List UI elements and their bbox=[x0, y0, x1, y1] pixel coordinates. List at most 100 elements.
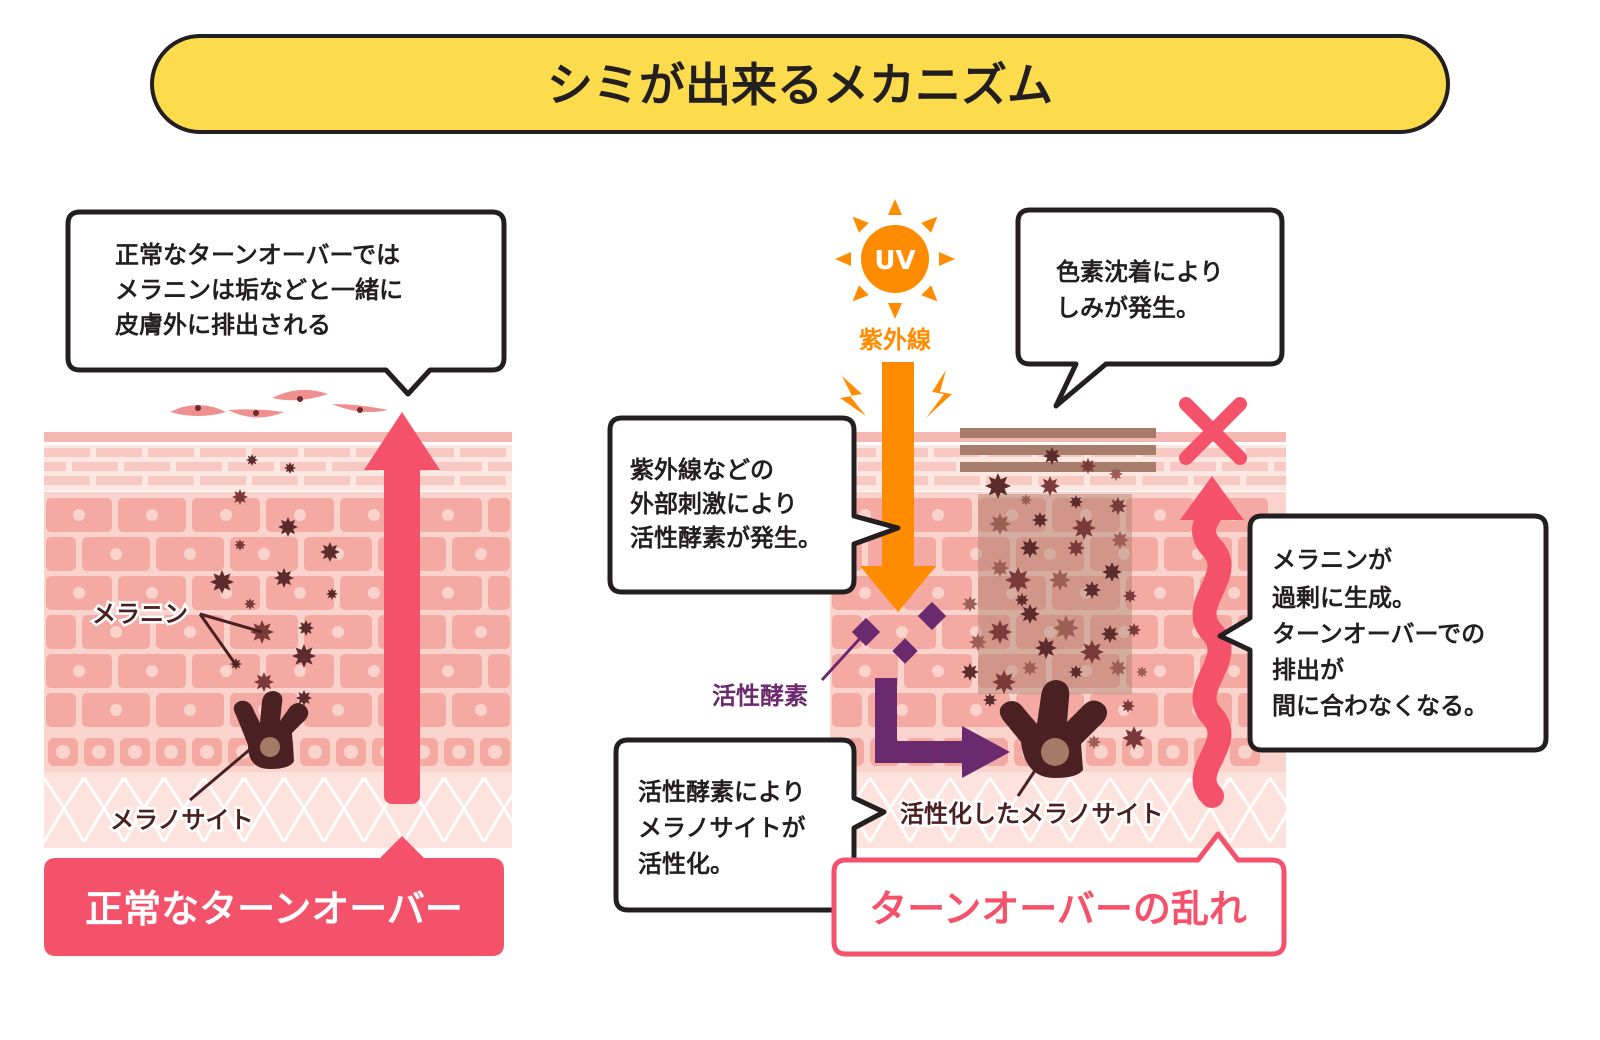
corneum-cell bbox=[934, 476, 980, 485]
spinous-cell bbox=[488, 576, 510, 610]
cell-nucleus bbox=[294, 665, 306, 677]
corneum-cell bbox=[148, 476, 194, 485]
corneum-cell bbox=[252, 448, 298, 457]
melanin-granule bbox=[1123, 589, 1137, 603]
bubble-line: 皮膚外に排出される bbox=[115, 311, 331, 339]
corneum-cell bbox=[488, 462, 512, 471]
cell-nucleus bbox=[475, 704, 487, 716]
corneum-cell bbox=[280, 462, 326, 471]
cell-nucleus bbox=[896, 704, 908, 716]
cell-nucleus bbox=[859, 665, 871, 677]
melanin-granule bbox=[1109, 497, 1127, 515]
melanin-label: メラニン bbox=[92, 600, 188, 628]
cell-nucleus bbox=[92, 745, 106, 759]
uv-label: 紫外線 bbox=[859, 326, 931, 354]
corneum-cell bbox=[858, 462, 904, 471]
spinous-cell bbox=[488, 498, 510, 532]
melanin-granule bbox=[992, 670, 1016, 694]
cell-nucleus bbox=[442, 509, 454, 521]
sun-ray bbox=[888, 199, 902, 215]
dermis-fiber bbox=[1268, 777, 1286, 843]
cell-nucleus bbox=[970, 626, 982, 638]
dermis-fiber bbox=[1048, 777, 1072, 843]
melanin-granule bbox=[1111, 531, 1129, 549]
wavy-arrow-icon bbox=[1180, 476, 1244, 808]
corneum-cell bbox=[1038, 476, 1084, 485]
melanin-granule bbox=[1136, 666, 1148, 678]
melanin-granule bbox=[1069, 495, 1083, 509]
dermis-fiber bbox=[222, 777, 246, 843]
melanin-granule bbox=[1043, 447, 1061, 465]
melanin-granule bbox=[1053, 615, 1079, 641]
melanin-granule bbox=[284, 462, 296, 474]
cell-nucleus bbox=[1154, 665, 1166, 677]
corneum-cell bbox=[408, 476, 454, 485]
corneum-cell bbox=[1194, 448, 1240, 457]
dermis-fiber bbox=[1290, 778, 1310, 842]
cell-nucleus bbox=[73, 665, 85, 677]
cell-nucleus bbox=[1094, 745, 1108, 759]
bubble-line: メラノサイトが bbox=[638, 814, 806, 842]
cell-nucleus bbox=[236, 745, 250, 759]
corneum-cell bbox=[460, 476, 506, 485]
corneum-cell bbox=[44, 476, 90, 485]
corneum-cell bbox=[44, 448, 90, 457]
cell-nucleus bbox=[1154, 587, 1166, 599]
corneum-cell bbox=[176, 462, 222, 471]
cell-nucleus bbox=[146, 509, 158, 521]
pigment-stain bbox=[960, 428, 1156, 694]
bubble-line: 色素沈着により bbox=[1056, 258, 1224, 286]
cell-nucleus bbox=[932, 665, 944, 677]
dermis-fiber bbox=[1168, 777, 1192, 843]
cell-nucleus bbox=[220, 665, 232, 677]
bubble-line: メラニンは垢などと一緒に bbox=[115, 276, 403, 304]
melanin-granule bbox=[1040, 476, 1060, 496]
corneum-cell bbox=[1274, 462, 1286, 471]
cell-nucleus bbox=[896, 626, 908, 638]
melanin-granule bbox=[1020, 494, 1032, 506]
corneum-cell bbox=[200, 448, 246, 457]
bubble-line: 活性酵素が発生。 bbox=[630, 524, 822, 552]
cell-nucleus bbox=[56, 745, 70, 759]
speech-bubble-pigment: 色素沈着により しみが発生。 bbox=[1015, 207, 1285, 409]
cell-nucleus bbox=[332, 704, 344, 716]
cell-nucleus bbox=[184, 626, 196, 638]
corneum-cell bbox=[72, 462, 118, 471]
corneum-cell bbox=[1246, 476, 1286, 485]
cell-nucleus bbox=[1006, 509, 1018, 521]
bubble-line: 活性酵素により bbox=[638, 778, 806, 806]
banner-normal-turnover: 正常なターンオーバー bbox=[44, 836, 504, 956]
corneum-cell bbox=[1194, 476, 1240, 485]
melanin-granule bbox=[210, 570, 234, 594]
active-melanocyte-pointer-line bbox=[1016, 759, 1044, 797]
corneum-cell bbox=[44, 462, 66, 471]
dermis-fiber bbox=[1208, 777, 1232, 843]
melanin-granule bbox=[232, 489, 248, 505]
corneum-cell bbox=[124, 462, 170, 471]
title-banner: シミが出来るメカニズム bbox=[150, 34, 1450, 134]
melanin-granule bbox=[1032, 512, 1048, 528]
melanin-pointer-lines bbox=[198, 612, 263, 666]
corneum-cell bbox=[1090, 476, 1136, 485]
corneum-cell bbox=[910, 462, 956, 471]
cell-nucleus bbox=[1118, 626, 1130, 638]
cell-nucleus bbox=[442, 665, 454, 677]
corneum-cell bbox=[1142, 476, 1188, 485]
banner-label: ターンオーバーの乱れ bbox=[869, 887, 1247, 931]
melanocyte-pointer-line bbox=[189, 744, 255, 802]
melanin-granule bbox=[1083, 581, 1101, 599]
bubble-line: 紫外線などの bbox=[630, 456, 774, 484]
arrow-down-icon bbox=[860, 362, 936, 612]
cell-nucleus bbox=[1080, 509, 1092, 521]
dermis-fiber bbox=[462, 777, 486, 843]
sun-ray bbox=[939, 252, 955, 266]
melanin-granule bbox=[962, 596, 978, 612]
cell-nucleus bbox=[1238, 745, 1252, 759]
elbow-arrow-icon bbox=[875, 678, 1010, 778]
melanin-granule bbox=[983, 693, 997, 707]
corneum-cell bbox=[252, 476, 298, 485]
melanin-granule bbox=[1020, 538, 1040, 558]
cross-mark-icon bbox=[1179, 397, 1247, 465]
bubble-line: 間に合わなくなる。 bbox=[1272, 692, 1488, 720]
